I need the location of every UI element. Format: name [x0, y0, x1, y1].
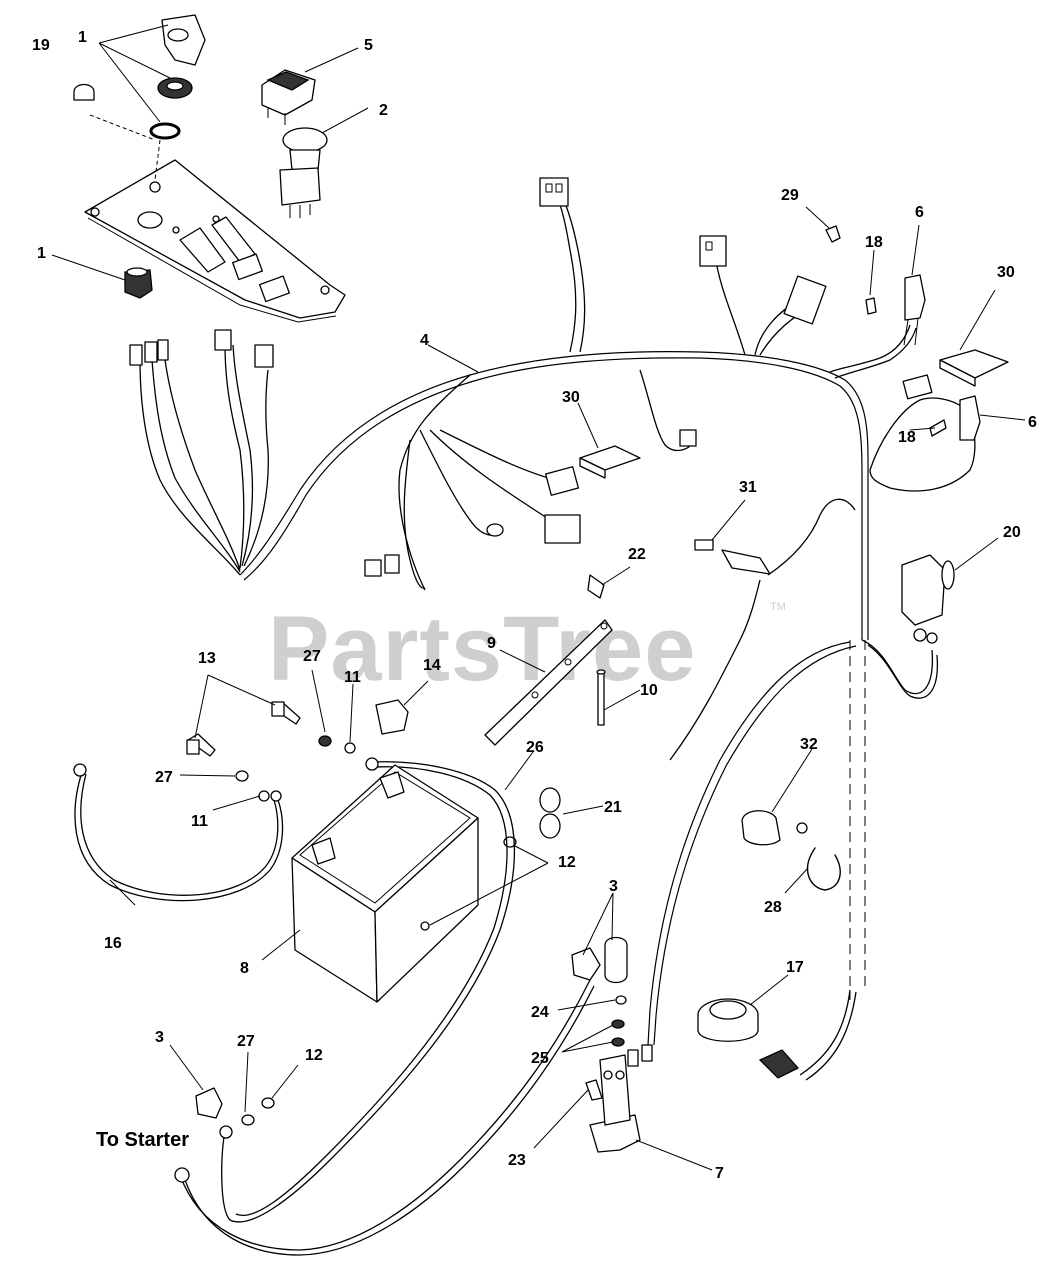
washer-27-b	[235, 770, 249, 782]
harness-plug-mid	[699, 235, 727, 267]
watermark-trademark: TM	[770, 601, 786, 613]
cable-clamp-32	[741, 810, 808, 846]
cable-clamp-21	[539, 787, 561, 839]
hold-down-rod-10	[596, 669, 606, 726]
ignition-switch-bottom	[124, 267, 153, 299]
callout-22: 22	[628, 546, 646, 563]
starter-cable	[174, 979, 595, 1256]
clip-29	[825, 225, 841, 243]
callout-20: 20	[1003, 524, 1021, 541]
callout-27-top: 27	[303, 648, 321, 665]
callout-6-top: 6	[915, 204, 924, 221]
callout-5: 5	[364, 37, 373, 54]
connector-block-30-center	[579, 445, 641, 479]
rocker-switch	[261, 69, 316, 125]
starter-solenoid-7	[589, 1044, 653, 1153]
callout-12-battery: 12	[558, 854, 576, 871]
washer-27-c	[241, 1114, 255, 1126]
callout-29: 29	[781, 187, 799, 204]
watermark-text: PartsTree	[268, 598, 696, 700]
callout-labels: 1 1 2 3 3 4 5 6 6 7 8 9 10 11 11 12 12 1…	[32, 29, 1037, 1182]
alarm-17	[697, 998, 800, 1079]
callout-4: 4	[420, 332, 429, 349]
washer-11-b	[258, 790, 270, 802]
leader-dash-19	[89, 114, 156, 141]
callout-19: 19	[32, 37, 50, 54]
callout-11-left: 11	[191, 813, 208, 830]
callout-1-top: 1	[78, 29, 87, 46]
callout-10: 10	[640, 682, 658, 699]
ignition-nut	[157, 77, 193, 99]
center-connectors	[364, 429, 697, 577]
wiring-harness	[139, 194, 976, 1081]
nut-25-b	[611, 1037, 625, 1047]
callout-9: 9	[487, 635, 496, 652]
callout-7: 7	[715, 1165, 724, 1182]
nut-12-b	[261, 1097, 275, 1109]
bolt-13-lower	[186, 733, 216, 757]
callout-30-right: 30	[997, 264, 1015, 281]
terminal-boot-3-starter	[195, 1087, 223, 1119]
callout-23: 23	[508, 1152, 526, 1169]
bolt-13-upper	[271, 701, 301, 725]
callout-30-center: 30	[562, 389, 580, 406]
harness-plug-top	[539, 177, 569, 207]
leader-lines	[51, 24, 1026, 1171]
battery-cable-26	[219, 757, 516, 1223]
callout-31: 31	[739, 479, 757, 496]
callout-32: 32	[800, 736, 818, 753]
ground-cable-16	[73, 763, 284, 902]
interlock-switch-6-lower	[959, 395, 981, 441]
ignition-key-boot	[161, 14, 206, 66]
callout-14: 14	[423, 657, 441, 674]
callout-28: 28	[764, 899, 782, 916]
to-starter-caption: To Starter	[96, 1129, 189, 1151]
washer-27-a	[318, 735, 332, 747]
callout-17: 17	[786, 959, 804, 976]
nut-25-a	[611, 1019, 625, 1029]
callout-26: 26	[526, 739, 544, 756]
battery-8	[291, 764, 479, 1003]
terminal-boot-14	[375, 699, 409, 735]
callout-18-lower: 18	[898, 429, 916, 446]
pto-switch	[279, 127, 328, 218]
clip-22	[587, 574, 605, 599]
callout-6-right: 6	[1028, 414, 1037, 431]
fuel-solenoid-20	[901, 554, 955, 644]
callout-25: 25	[531, 1050, 549, 1067]
interlock-switch-6-top	[903, 274, 926, 346]
connector-block-30-right	[939, 349, 1009, 387]
callout-3-starter: 3	[155, 1029, 164, 1046]
dash-connectors	[129, 329, 274, 368]
cable-tie-28	[806, 847, 841, 891]
harness-plug-right	[783, 275, 827, 325]
callout-21: 21	[604, 799, 622, 816]
ignition-washer	[149, 122, 181, 140]
callout-11-top: 11	[344, 669, 361, 686]
callout-3-solenoid: 3	[609, 878, 618, 895]
callout-1-left: 1	[37, 245, 46, 262]
terminal-boot-3-solenoid	[571, 936, 628, 984]
callout-16: 16	[104, 935, 122, 952]
battery-hold-down-9	[484, 619, 613, 746]
screw-23	[585, 1079, 603, 1101]
callout-2: 2	[379, 102, 388, 119]
callout-8: 8	[240, 960, 249, 977]
dash-panel-plate	[84, 159, 346, 323]
terminal-18-top	[865, 297, 877, 315]
callout-12-starter: 12	[305, 1047, 323, 1064]
callout-24: 24	[531, 1004, 549, 1021]
callout-18-top: 18	[865, 234, 883, 251]
seat-sensor-31	[694, 539, 771, 575]
washer-24	[615, 995, 627, 1005]
callout-27-starter: 27	[237, 1033, 255, 1050]
callout-13: 13	[198, 650, 216, 667]
washer-11-a	[344, 742, 356, 754]
plug-cap-19	[73, 83, 95, 101]
connector-6-plug	[902, 374, 933, 400]
callout-27-left: 27	[155, 769, 173, 786]
terminal-18-lower	[929, 419, 947, 437]
